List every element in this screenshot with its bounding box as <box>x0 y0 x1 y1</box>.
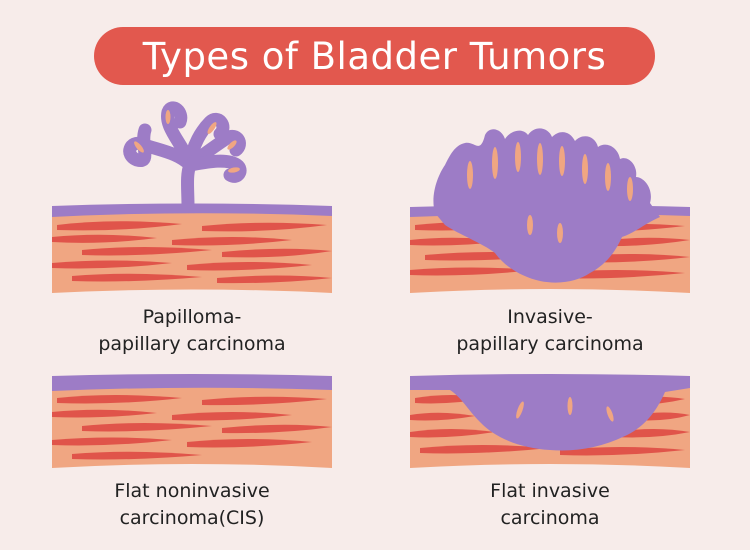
diagram-title: Types of Bladder Tumors <box>142 34 607 78</box>
invasive-papillary-illustration <box>410 128 690 293</box>
title-banner: Types of Bladder Tumors <box>94 27 655 85</box>
flat-noninvasive-illustration <box>52 374 332 468</box>
caption-invasive-papillary: Invasive- papillary carcinoma <box>456 306 644 355</box>
caption-flat-noninvasive: Flat noninvasive carcinoma(CIS) <box>114 480 270 529</box>
caption-papilloma: Papilloma- papillary carcinoma <box>98 306 286 355</box>
papilloma-illustration <box>52 101 332 293</box>
flat-invasive-illustration <box>410 374 690 468</box>
caption-flat-invasive: Flat invasive carcinoma <box>490 480 610 529</box>
